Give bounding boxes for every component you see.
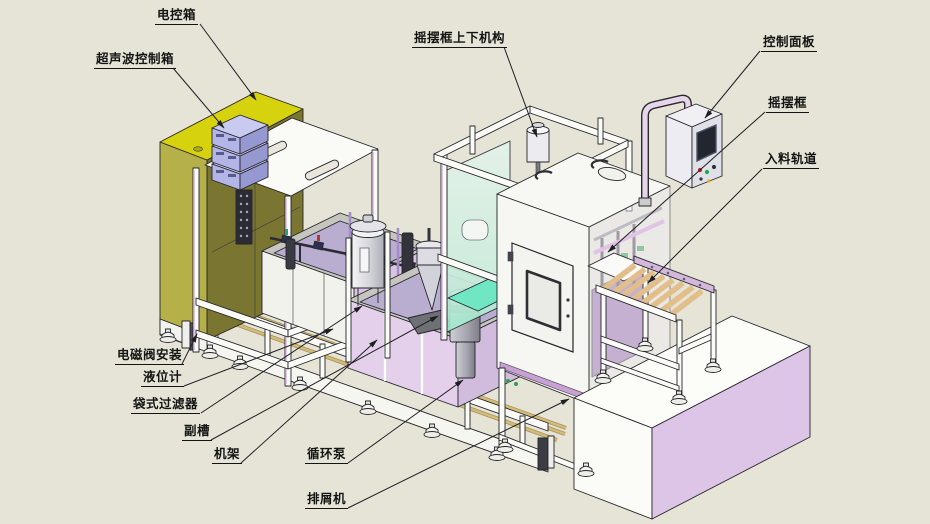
leader-control-panel <box>704 50 761 119</box>
label-circulation-pump: 循环泵 <box>305 447 349 464</box>
label-control-panel: 控制面板 <box>761 35 818 52</box>
leader-ultrasonic-control-box <box>172 67 225 129</box>
bag-filter-unit <box>349 214 387 306</box>
hmi-screen <box>696 123 717 163</box>
selector-knob <box>711 164 717 170</box>
chamber-door <box>507 242 574 353</box>
label-swing-frame: 摇摆框 <box>766 96 810 113</box>
leader-swing-frame <box>607 111 766 253</box>
start-button <box>704 169 710 175</box>
leader-solenoid-valve-mount <box>181 333 198 365</box>
leader-infeed-rail <box>647 168 763 284</box>
ultrasonic-box <box>211 114 269 155</box>
infeed-conveyor <box>587 252 722 405</box>
label-chip-remover: 排屑机 <box>305 492 349 509</box>
leader-auxiliary-tank <box>210 315 439 441</box>
label-ultrasonic-control-box: 超声波控制箱 <box>94 52 177 69</box>
label-bag-filter: 袋式过滤器 <box>131 397 201 414</box>
leader-electric-control-box <box>199 23 257 101</box>
level-sensor <box>285 238 296 270</box>
leader-liquid-level-gauge <box>183 328 334 387</box>
leader-circulation-pump <box>347 379 464 464</box>
label-electric-control-box: 电控箱 <box>155 8 199 25</box>
label-solenoid-valve-mount: 电磁阀安装 <box>115 348 185 365</box>
label-infeed-rail: 入料轨道 <box>763 152 820 169</box>
leader-bag-filter <box>200 305 363 414</box>
terminal-strip <box>235 189 253 245</box>
control-panel-assembly <box>638 94 723 207</box>
rollers <box>600 262 704 319</box>
chip-remover-box <box>573 315 811 520</box>
panel-arm <box>642 96 691 202</box>
ultrasonic-generator-stack <box>211 114 269 191</box>
leader-machine-frame <box>240 339 378 464</box>
label-swing-frame-lift-mechanism: 摇摆框上下机构 <box>412 31 508 48</box>
label-liquid-level-gauge: 液位计 <box>141 370 185 387</box>
callout-leaders <box>172 23 766 509</box>
leader-swing-frame-lift-mechanism <box>503 46 538 138</box>
door-window <box>525 269 562 332</box>
label-machine-frame: 机架 <box>212 447 243 464</box>
leader-chip-remover <box>347 398 570 509</box>
control-panel-box <box>665 103 723 189</box>
label-auxiliary-tank: 副槽 <box>182 424 213 441</box>
